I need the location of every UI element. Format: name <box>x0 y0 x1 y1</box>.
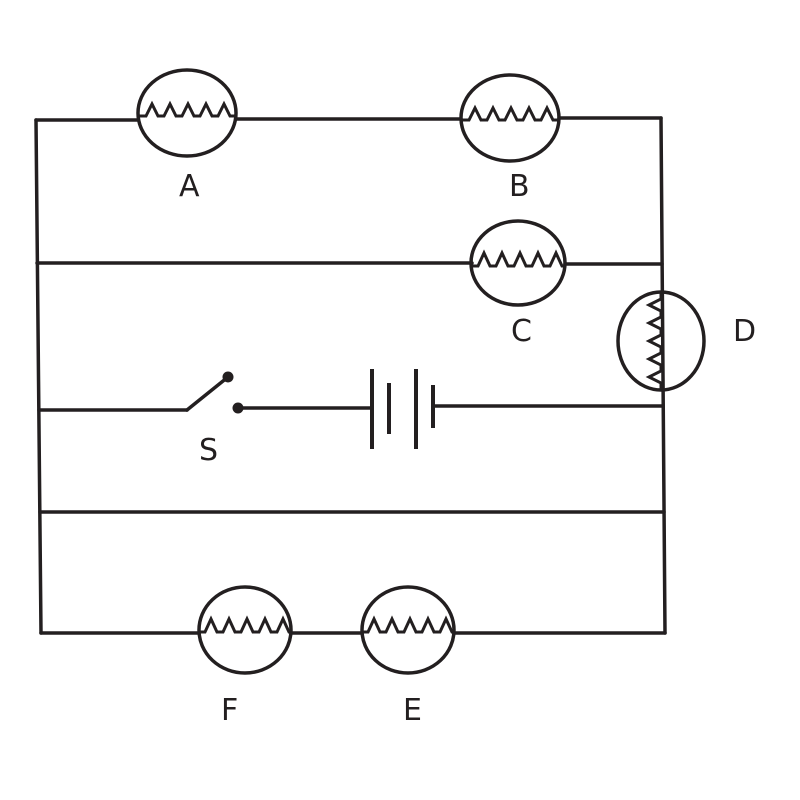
bulb-f-filament-icon <box>199 615 291 634</box>
battery <box>370 369 435 449</box>
wires <box>34 116 667 635</box>
bulb-a-label: A <box>179 169 200 204</box>
bulb-f-globe-icon <box>197 585 293 675</box>
bulb-c: C <box>469 219 567 349</box>
bulb-b: B <box>459 73 561 204</box>
bulb-e-label: E <box>403 693 422 728</box>
bulb-c-filament-icon <box>472 249 565 268</box>
bulb-b-filament-icon <box>462 104 559 122</box>
bulb-a-globe-icon <box>136 68 238 158</box>
bulb-c-globe-icon <box>469 219 567 307</box>
bulb-d: D <box>616 290 756 392</box>
right-rail-wire <box>659 116 667 635</box>
bulb-e-filament-icon <box>362 615 454 634</box>
switch-s: S <box>185 371 244 468</box>
bulb-c-label: C <box>511 314 532 349</box>
switch-fixed-contact-icon <box>232 402 244 414</box>
bulb-f: F <box>197 585 293 728</box>
bulb-a: A <box>136 68 238 204</box>
bulb-d-label: D <box>733 314 756 349</box>
bulb-e: E <box>360 585 456 728</box>
bulb-b-globe-icon <box>459 73 561 163</box>
bulb-d-filament-icon <box>645 293 663 390</box>
bulb-b-label: B <box>509 169 530 204</box>
bulb-f-label: F <box>221 693 238 728</box>
bulb-e-globe-icon <box>360 585 456 675</box>
left-rail-wire <box>34 118 43 635</box>
switch-label: S <box>199 433 218 468</box>
bulb-a-filament-icon <box>139 100 236 118</box>
switch-lever-icon <box>185 375 230 412</box>
switch-pivot-contact-icon <box>222 371 234 383</box>
